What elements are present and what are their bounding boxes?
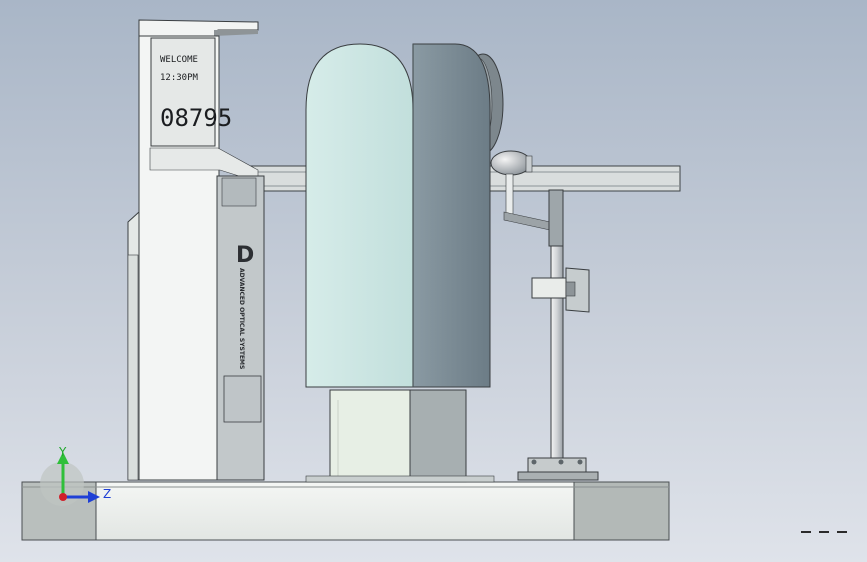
axis-origin-icon (59, 493, 67, 501)
z-axis-label: Z (103, 487, 111, 501)
screen-number: 08795 (160, 104, 232, 132)
brand-logo: D ADVANCED OPTICAL SYSTEMS (236, 243, 254, 369)
rail-knob[interactable] (490, 150, 551, 231)
screen-line-1: WELCOME (160, 55, 198, 65)
support-pole[interactable] (517, 189, 599, 481)
axis-triad: Y Z (40, 445, 111, 506)
kiosk-unit[interactable]: WELCOME 12:30PM 08795 D ADVANCED OPTICAL… (127, 19, 265, 481)
y-arrowhead-icon (57, 452, 69, 464)
optical-head[interactable] (305, 43, 491, 388)
status-dash (819, 531, 829, 533)
logo-letter: D (236, 243, 254, 268)
kiosk-screen: WELCOME 12:30PM 08795 (150, 37, 232, 147)
brand-text: ADVANCED OPTICAL SYSTEMS (238, 268, 245, 369)
base-plate[interactable] (21, 481, 670, 541)
z-arrowhead-icon (88, 491, 100, 503)
screen-line-2: 12:30PM (160, 73, 199, 83)
pedestal[interactable] (305, 389, 495, 483)
y-axis-label: Y (58, 445, 67, 459)
status-dash (801, 531, 811, 533)
status-dash (837, 531, 847, 533)
